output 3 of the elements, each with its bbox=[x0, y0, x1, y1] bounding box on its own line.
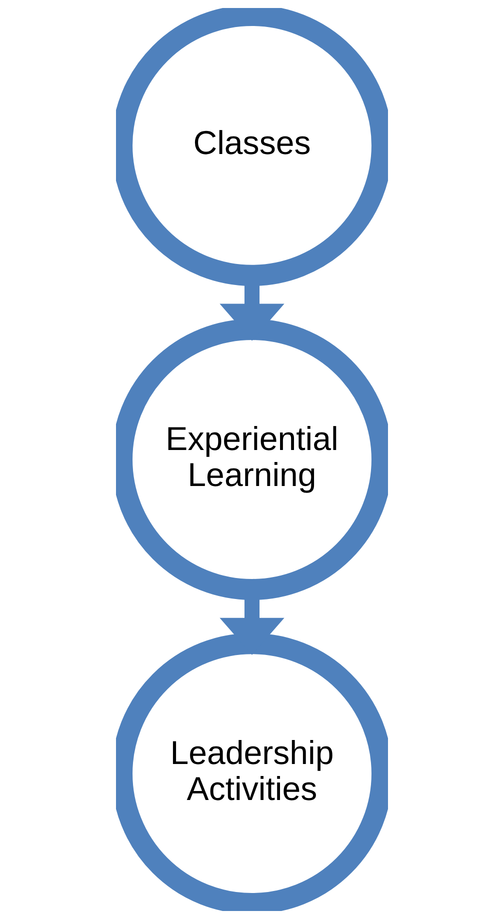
node-circle: Experiential Learning bbox=[116, 319, 388, 600]
node-circle: Leadership Activities bbox=[116, 633, 388, 911]
node-circle: Classes bbox=[116, 8, 388, 286]
